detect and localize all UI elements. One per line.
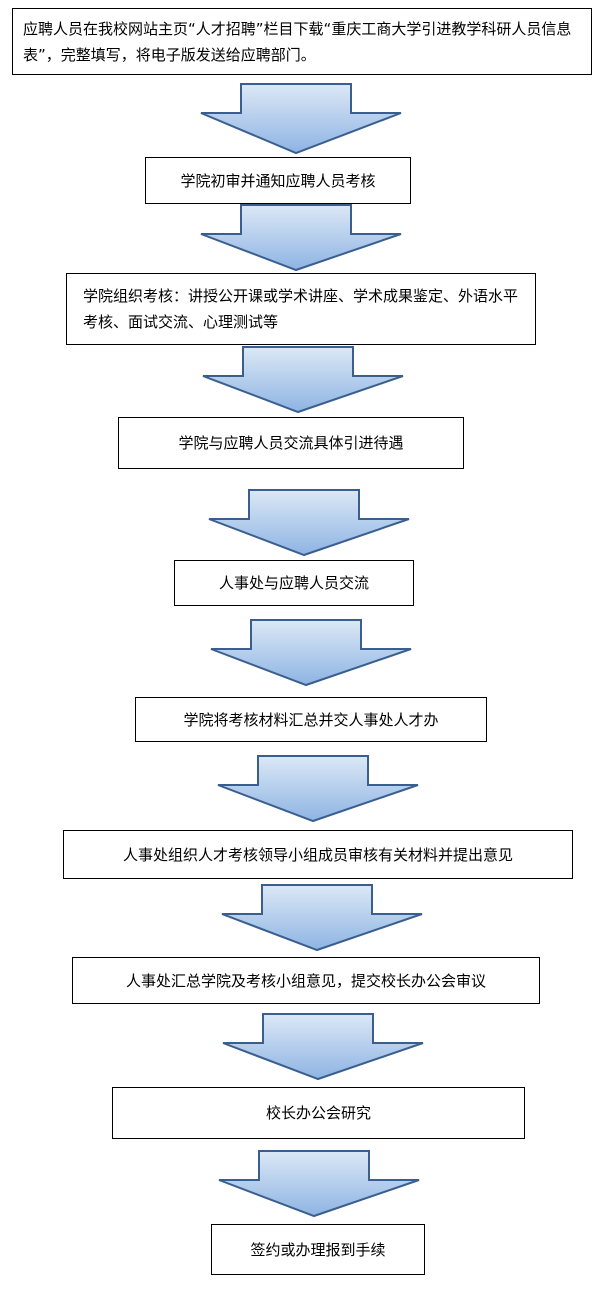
step-7-box: 人事处组织人才考核领导小组成员审核有关材料并提出意见 (63, 830, 573, 879)
step-2-text: 学院初审并通知应聘人员考核 (180, 171, 376, 190)
step-4-box: 学院与应聘人员交流具体引进待遇 (118, 417, 464, 469)
step-1-text: 应聘人员在我校网站主页“人才招聘”栏目下载“重庆工商大学引进教学科研人员信息表”… (23, 19, 572, 64)
down-arrow-icon (221, 884, 423, 952)
step-9-box: 校长办公会研究 (112, 1087, 525, 1139)
step-6-text: 学院将考核材料汇总并交人事处人才办 (183, 710, 439, 729)
down-arrow-icon (218, 1150, 420, 1218)
step-10-text: 签约或办理报到手续 (250, 1240, 386, 1259)
step-5-text: 人事处与应聘人员交流 (218, 574, 369, 592)
step-8-box: 人事处汇总学院及考核小组意见，提交校长办公会审议 (72, 957, 540, 1004)
step-9-text: 校长办公会研究 (265, 1104, 371, 1122)
down-arrow-icon (200, 204, 402, 272)
down-arrow-icon (210, 619, 412, 687)
down-arrow-icon (222, 1013, 424, 1081)
step-4-text: 学院与应聘人员交流具体引进待遇 (178, 434, 404, 452)
step-2-box: 学院初审并通知应聘人员考核 (145, 157, 411, 204)
down-arrow-icon (202, 346, 404, 414)
step-3-text: 学院组织考核：讲授公开课或学术讲座、学术成果鉴定、外语水平考核、面试交流、心理测… (83, 287, 519, 331)
step-1-box: 应聘人员在我校网站主页“人才招聘”栏目下载“重庆工商大学引进教学科研人员信息表”… (12, 8, 592, 75)
step-10-box: 签约或办理报到手续 (211, 1224, 425, 1275)
down-arrow-icon (217, 755, 419, 823)
step-3-box: 学院组织考核：讲授公开课或学术讲座、学术成果鉴定、外语水平考核、面试交流、心理测… (66, 273, 536, 345)
step-8-text: 人事处汇总学院及考核小组意见，提交校长办公会审议 (125, 971, 486, 990)
down-arrow-icon (208, 489, 410, 557)
step-7-text: 人事处组织人才考核领导小组成员审核有关材料并提出意见 (122, 845, 513, 864)
down-arrow-icon (200, 83, 402, 155)
step-6-box: 学院将考核材料汇总并交人事处人才办 (135, 697, 487, 742)
step-5-box: 人事处与应聘人员交流 (174, 560, 414, 606)
